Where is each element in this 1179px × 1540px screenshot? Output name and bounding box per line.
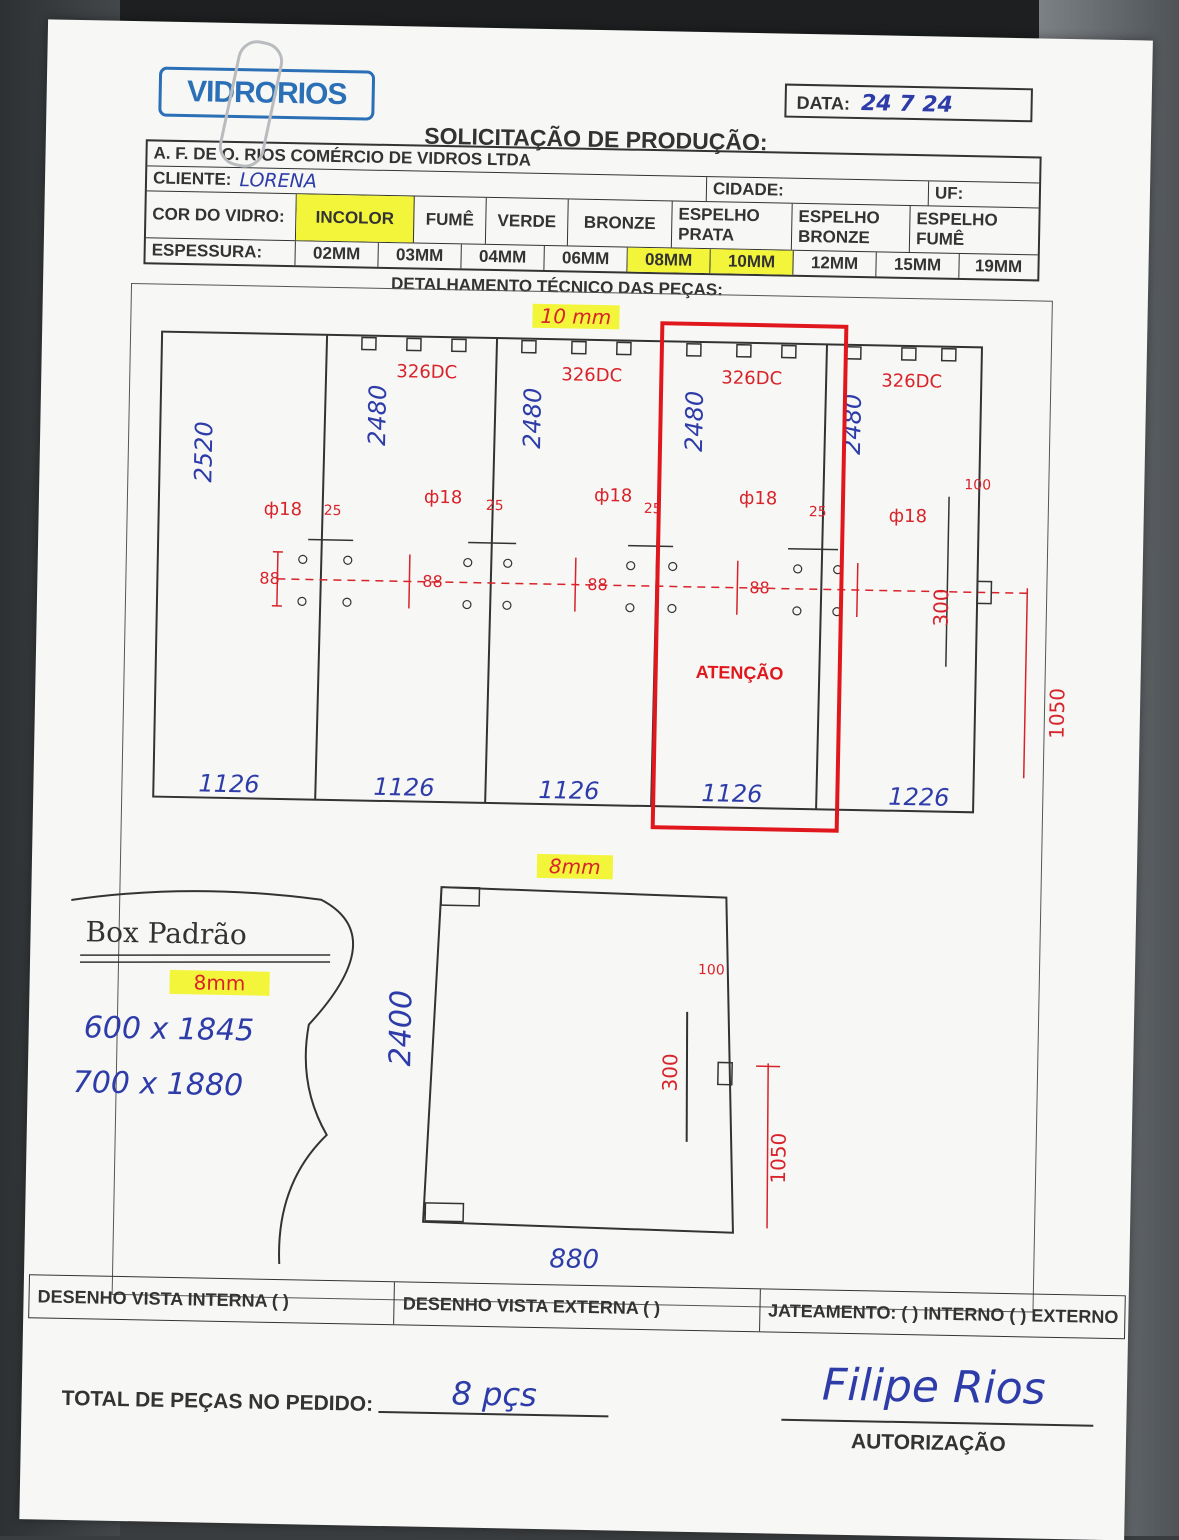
color-incolor: INCOLOR <box>296 194 415 242</box>
hole-diameter-2: ф18 <box>424 487 463 509</box>
date-value: 24 7 24 <box>861 91 953 118</box>
note-title: Box Padrão <box>85 915 247 951</box>
panel-divider <box>315 335 327 800</box>
note-line-1: 600 x 1845 <box>83 1010 254 1048</box>
right-dim-1050: 1050 <box>1044 688 1069 739</box>
hole-spacing-1: 88 <box>259 569 280 588</box>
edge-distance-1: 25 <box>324 503 342 519</box>
hole-axis <box>277 579 1027 593</box>
panel-width-1: 1126 <box>198 769 260 798</box>
city-label: CIDADE: <box>707 177 929 205</box>
color-espelho-bronze: ESPELHO BRONZE <box>792 204 911 252</box>
hole-diameter-1: ф18 <box>264 499 303 521</box>
hinge-code-4: 326DC <box>881 370 942 392</box>
total-line: 8 pçs <box>379 1373 610 1417</box>
door-width: 880 <box>549 1244 599 1275</box>
hinge-code-1: 326DC <box>396 361 457 383</box>
panel-width-2: 1126 <box>373 773 435 802</box>
edge-distance-2: 25 <box>486 498 504 514</box>
panel-height-2: 2480 <box>363 384 392 446</box>
hole-diameter-3: ф18 <box>594 485 633 507</box>
panel-width-3: 1126 <box>538 776 600 805</box>
authorization-label: AUTORIZAÇÃO <box>851 1430 1006 1457</box>
color-fume: FUMÊ <box>414 196 487 243</box>
production-form: VIDRORIOS DATA: 24 7 24 SOLICITAÇÃO DE P… <box>19 19 1153 1540</box>
thickness-label: ESPESSURA: <box>145 238 295 265</box>
right-dim-100: 100 <box>964 477 991 494</box>
door-dim-100: 100 <box>698 962 725 979</box>
external-view-option: DESENHO VISTA EXTERNA ( ) <box>394 1282 760 1331</box>
door-dim-1050: 1050 <box>766 1132 791 1183</box>
internal-view-option: DESENHO VISTA INTERNA ( ) <box>29 1275 395 1324</box>
hinge-code-2: 326DC <box>561 364 622 386</box>
hole-spacing-2: 88 <box>422 572 443 591</box>
hole-diameter-5: ф18 <box>889 506 928 528</box>
color-bronze: BRONZE <box>568 199 673 247</box>
thickness-08: 08MM <box>627 248 710 274</box>
handle-line <box>685 1012 689 1142</box>
hole-spacing-3: 88 <box>587 575 608 594</box>
note-line-2: 700 x 1880 <box>72 1065 243 1103</box>
total-pieces: TOTAL DE PEÇAS NO PEDIDO: 8 pçs <box>61 1375 609 1426</box>
door-outline <box>423 887 739 1233</box>
thickness-02: 02MM <box>295 241 378 267</box>
panel-height-1: 2520 <box>189 421 218 483</box>
thickness-15: 15MM <box>876 252 959 278</box>
attention-label: ATENÇÃO <box>695 662 783 685</box>
color-verde: VERDE <box>486 198 569 246</box>
client-value: LORENA <box>239 169 317 192</box>
attention-box <box>651 321 849 833</box>
right-dim-300: 300 <box>929 588 954 627</box>
uf-label: UF: <box>929 181 1039 207</box>
top-hinge-mark <box>441 887 479 906</box>
thickness-03: 03MM <box>378 243 461 269</box>
thickness-04: 04MM <box>461 244 544 270</box>
total-value: 8 pçs <box>451 1374 537 1414</box>
top-thickness: 10 mm <box>532 304 619 330</box>
total-label: TOTAL DE PEÇAS NO PEDIDO: <box>61 1387 373 1416</box>
sandblast-option: JATEAMENTO: ( ) INTERNO ( ) EXTERNO <box>760 1289 1125 1338</box>
color-espelho-fume: ESPELHO FUMÊ <box>910 206 1039 254</box>
color-label: COR DO VIDRO: <box>146 191 297 240</box>
color-espelho-prata: ESPELHO PRATA <box>672 201 793 249</box>
door-dim-300: 300 <box>658 1053 683 1092</box>
date-label: DATA: <box>796 93 850 114</box>
panel-height-3: 2480 <box>518 387 547 449</box>
thickness-06: 06MM <box>544 246 627 272</box>
client-label: CLIENTE: <box>153 168 232 190</box>
panel-divider <box>485 338 497 803</box>
panel-width-5: 1226 <box>888 783 950 812</box>
box-door-drawing <box>415 877 802 1244</box>
date-field: DATA: 24 7 24 <box>784 84 1033 123</box>
signature-line <box>781 1419 1093 1427</box>
thickness-10: 10MM <box>710 249 793 275</box>
bottom-thickness: 8mm <box>537 854 613 879</box>
thickness-12: 12MM <box>793 251 876 277</box>
signature: Filipe Rios <box>822 1360 1047 1415</box>
note-thickness: 8mm <box>169 970 269 996</box>
thickness-19: 19MM <box>959 254 1037 279</box>
bottom-hinge-mark <box>425 1203 463 1222</box>
header-table: A. F. DE O. RIOS COMÉRCIO DE VIDROS LTDA… <box>143 139 1041 281</box>
dimension-lines <box>269 484 1029 778</box>
door-height: 2400 <box>383 990 419 1067</box>
